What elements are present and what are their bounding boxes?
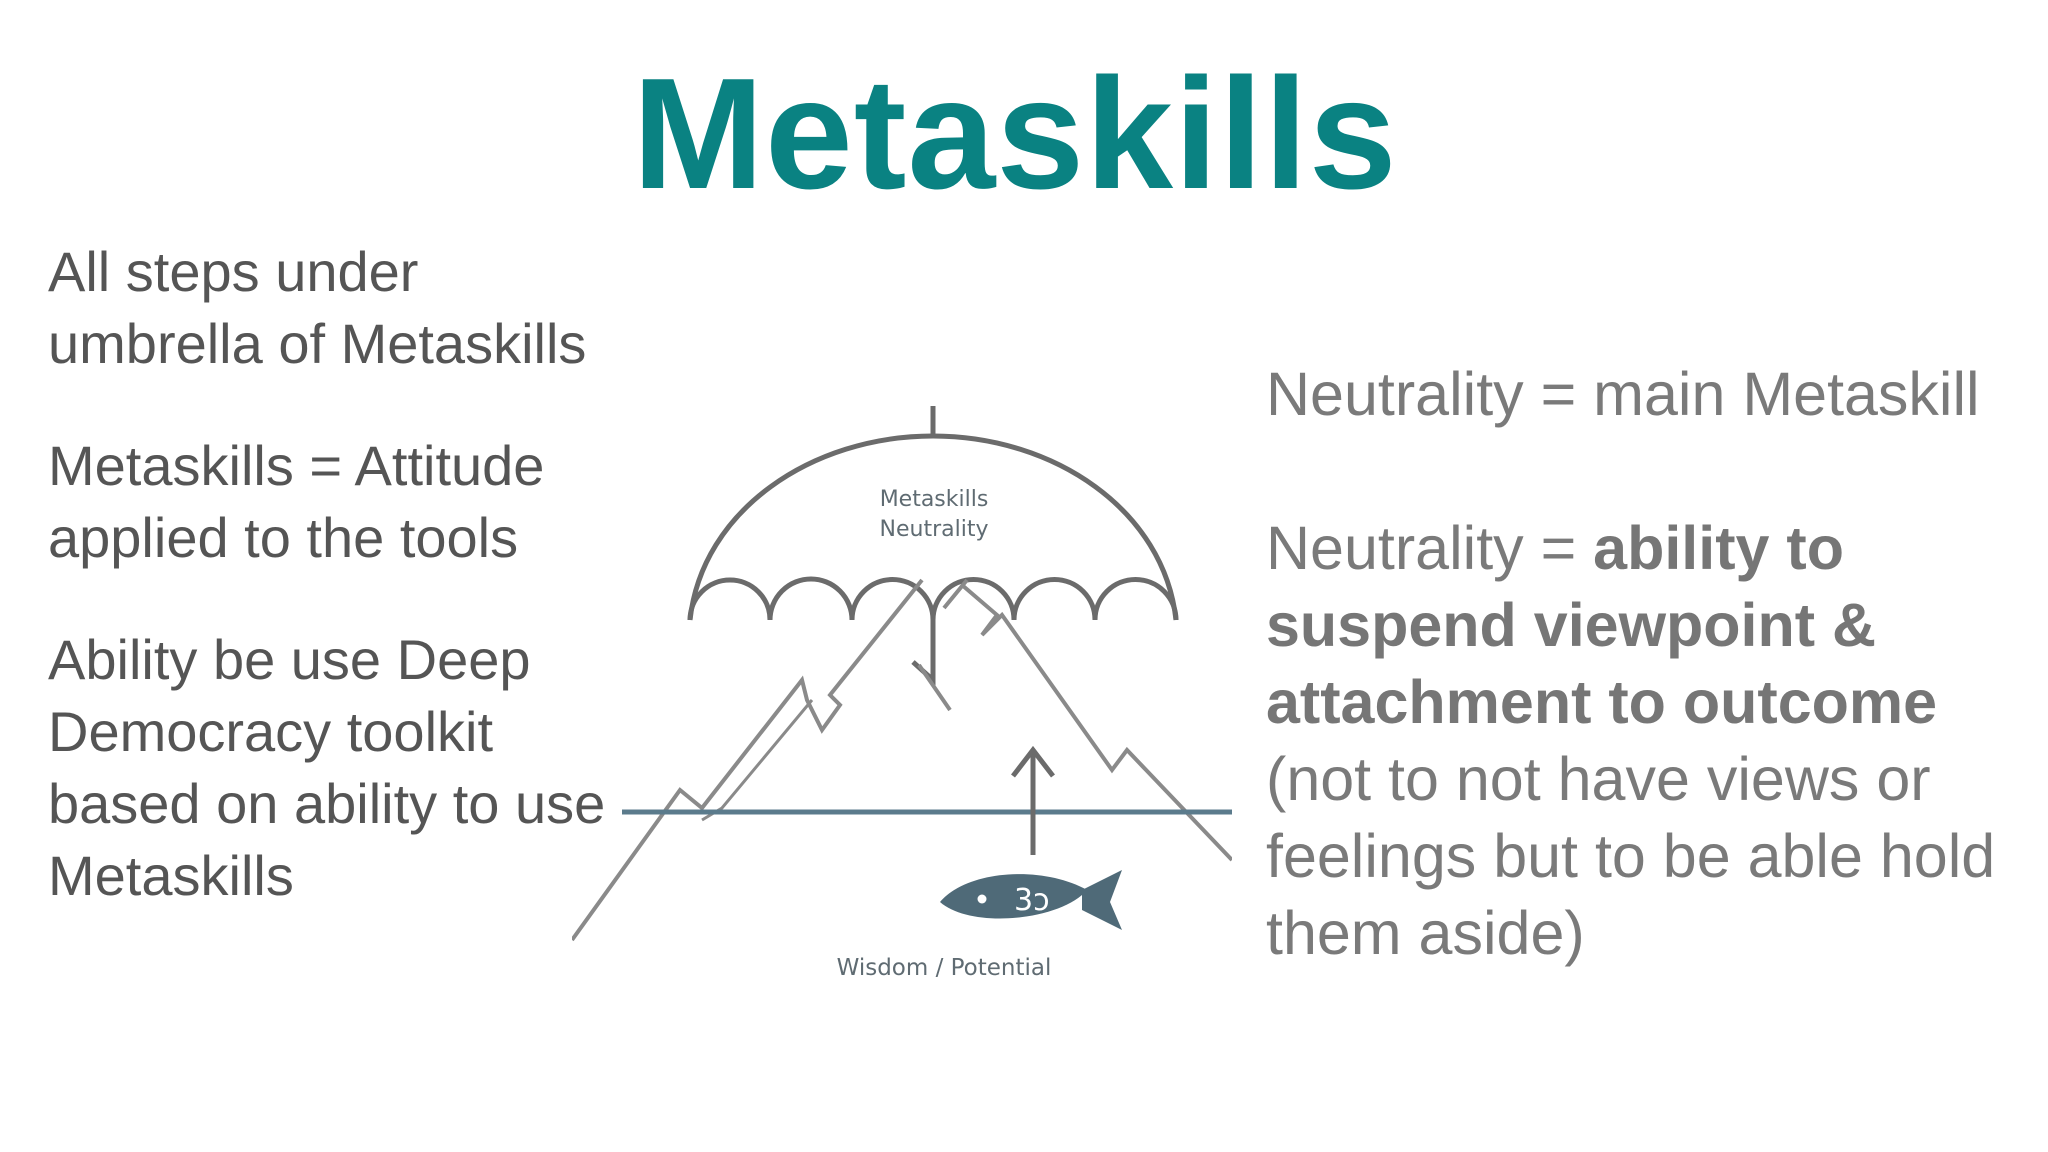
right-paragraph-main-metaskill: Neutrality = main Metaskill: [1266, 360, 1980, 428]
neutrality-clarification: (not to not have views or feelings but t…: [1266, 745, 1996, 967]
umbrella-mountain-diagram: 3ↄ Metaskills Neutrality Wisdom / Potent…: [572, 390, 1232, 1010]
neutrality-definition-bold: ability to suspend viewpoint & attachmen…: [1266, 514, 1938, 736]
slide-title: Metaskills: [632, 46, 1398, 222]
right-paragraph-neutrality-definition: Neutrality = ability to suspend viewpoin…: [1266, 510, 2026, 972]
mountain-right-slope: [960, 583, 1232, 862]
umbrella-label-neutrality: Neutrality: [880, 517, 989, 542]
umbrella-canopy: [687, 433, 1179, 621]
mountain-left-slope: [572, 578, 924, 942]
neutrality-prefix: Neutrality =: [1266, 514, 1594, 582]
fish-symbol: 3ↄ: [1014, 883, 1050, 918]
rising-arrow-head: [1011, 745, 1055, 778]
mountain-left-ridge: [701, 699, 814, 822]
diagram-svg: 3ↄ Metaskills Neutrality Wisdom / Potent…: [572, 406, 1232, 981]
left-paragraph-attitude: Metaskills = Attitude applied to the too…: [48, 434, 545, 569]
fish-body: [940, 874, 1087, 919]
umbrella-label-metaskills: Metaskills: [880, 487, 989, 512]
left-text-column: All steps under umbrella of Metaskills M…: [48, 236, 608, 962]
left-paragraph-umbrella: All steps under umbrella of Metaskills: [48, 240, 587, 375]
left-paragraph-toolkit: Ability be use Deep Democracy toolkit ba…: [48, 628, 606, 907]
diagram-caption: Wisdom / Potential: [837, 955, 1052, 981]
fish-eye: [977, 894, 987, 904]
right-text-column: Neutrality = main Metaskill Neutrality =…: [1266, 356, 2026, 1049]
umbrella-scallops: [687, 576, 1179, 621]
fish-tail: [1082, 870, 1122, 930]
